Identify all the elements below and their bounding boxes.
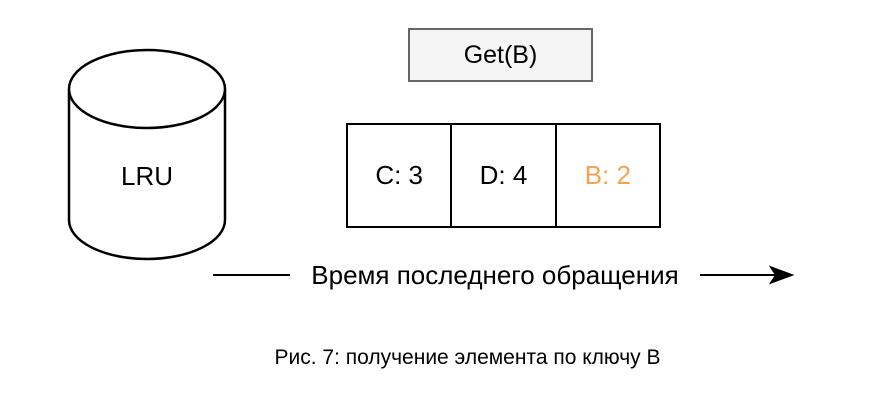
cache-cell-c-label: C: 3 (375, 160, 423, 190)
cache-cell-b-label: B: 2 (584, 160, 631, 190)
lru-cylinder-icon (67, 48, 227, 261)
lru-cache-label: LRU (120, 161, 173, 191)
figure-caption: Рис. 7: получение элемента по ключу B (274, 346, 661, 369)
get-operation-box: Get(B) (408, 28, 593, 82)
cache-cell-b: B: 2 (556, 123, 661, 228)
cache-cells-row: C: 3 D: 4 B: 2 (346, 123, 661, 228)
cylinder-top (67, 48, 227, 130)
cylinder-body (67, 89, 227, 261)
cache-cell-d-label: D: 4 (479, 160, 528, 190)
cache-cell-c: C: 3 (346, 123, 453, 228)
timeline-axis-label: Время последнего обращения (290, 261, 700, 289)
timeline-arrow-head (768, 265, 795, 285)
get-operation-label: Get(B) (463, 40, 538, 69)
cache-cell-d: D: 4 (452, 123, 557, 228)
